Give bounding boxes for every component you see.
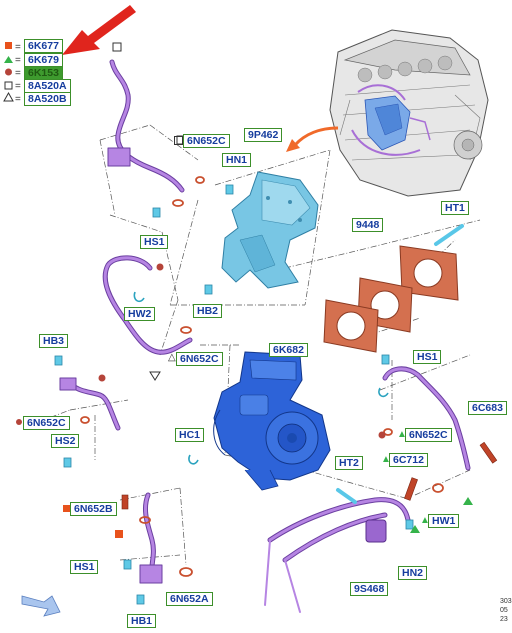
legend-separators: ===== <box>15 42 21 105</box>
reference-stamp: 303 05 23 <box>500 597 512 624</box>
turbocharger <box>213 351 331 491</box>
stamp-line-2: 05 <box>500 607 508 614</box>
stud-ht1 <box>434 224 464 246</box>
marker-green-triangle: ▲ <box>381 454 391 465</box>
washers-and-fasteners <box>54 176 498 605</box>
label-ht2: HT2 <box>335 456 363 470</box>
navigation-arrow-icon <box>21 595 61 617</box>
label-6n652c-left: 6N652C <box>23 416 70 430</box>
marker-brown-circle <box>16 419 22 425</box>
label-hs2: HS2 <box>51 434 80 448</box>
legend-markers <box>3 42 14 102</box>
label-6n652c-right: 6N652C <box>405 428 452 442</box>
label-6n652b: 6N652B <box>70 502 117 516</box>
diagram-markers <box>98 42 473 538</box>
label-hs1-right: HS1 <box>413 350 442 364</box>
marker-orange-square <box>63 505 70 512</box>
label-hb2: HB2 <box>193 304 223 318</box>
gaskets <box>323 245 459 353</box>
label-ht1: HT1 <box>441 201 469 215</box>
label-hw1: HW1 <box>428 514 460 528</box>
engine-illustration <box>329 29 489 197</box>
label-hw2: HW2 <box>124 307 156 321</box>
label-hn1: HN1 <box>222 153 252 167</box>
label-hc1: HC1 <box>175 428 205 442</box>
marker-green-triangle: ▲ <box>420 515 430 526</box>
label-hb1: HB1 <box>127 614 157 628</box>
legend-code-6k679: 6K679 <box>24 53 63 67</box>
label-hs1-bottom: HS1 <box>70 560 99 574</box>
label-9s468: 9S468 <box>350 582 389 596</box>
label-9p462: 9P462 <box>244 128 283 142</box>
marker-open-square <box>174 136 183 145</box>
legend-code-6k153: 6K153 <box>24 66 63 80</box>
stamp-line-1: 303 <box>500 598 512 605</box>
label-hb3: HB3 <box>39 334 69 348</box>
red-arrow <box>62 5 136 55</box>
marker-open-triangle: △ <box>168 352 176 363</box>
label-6n652c-mid: 6N652C <box>176 352 223 366</box>
stamp-line-3: 23 <box>500 616 508 623</box>
label-6n652c-top: 6N652C <box>183 134 230 148</box>
callout-arrow <box>286 126 339 152</box>
label-6n652a: 6N652A <box>166 592 213 606</box>
legend-code-6k677: 6K677 <box>24 39 63 53</box>
label-hs1-left: HS1 <box>140 235 169 249</box>
label-hn2: HN2 <box>398 566 428 580</box>
marker-green-triangle: ▲ <box>397 429 407 440</box>
label-9448: 9448 <box>352 218 384 232</box>
legend-code-8a520b: 8A520B <box>24 92 71 106</box>
heat-shield <box>221 171 319 289</box>
label-6c683: 6C683 <box>468 401 507 415</box>
legend-code-8a520a: 8A520A <box>24 79 71 93</box>
label-6k682: 6K682 <box>269 343 308 357</box>
label-6c712: 6C712 <box>389 453 428 467</box>
